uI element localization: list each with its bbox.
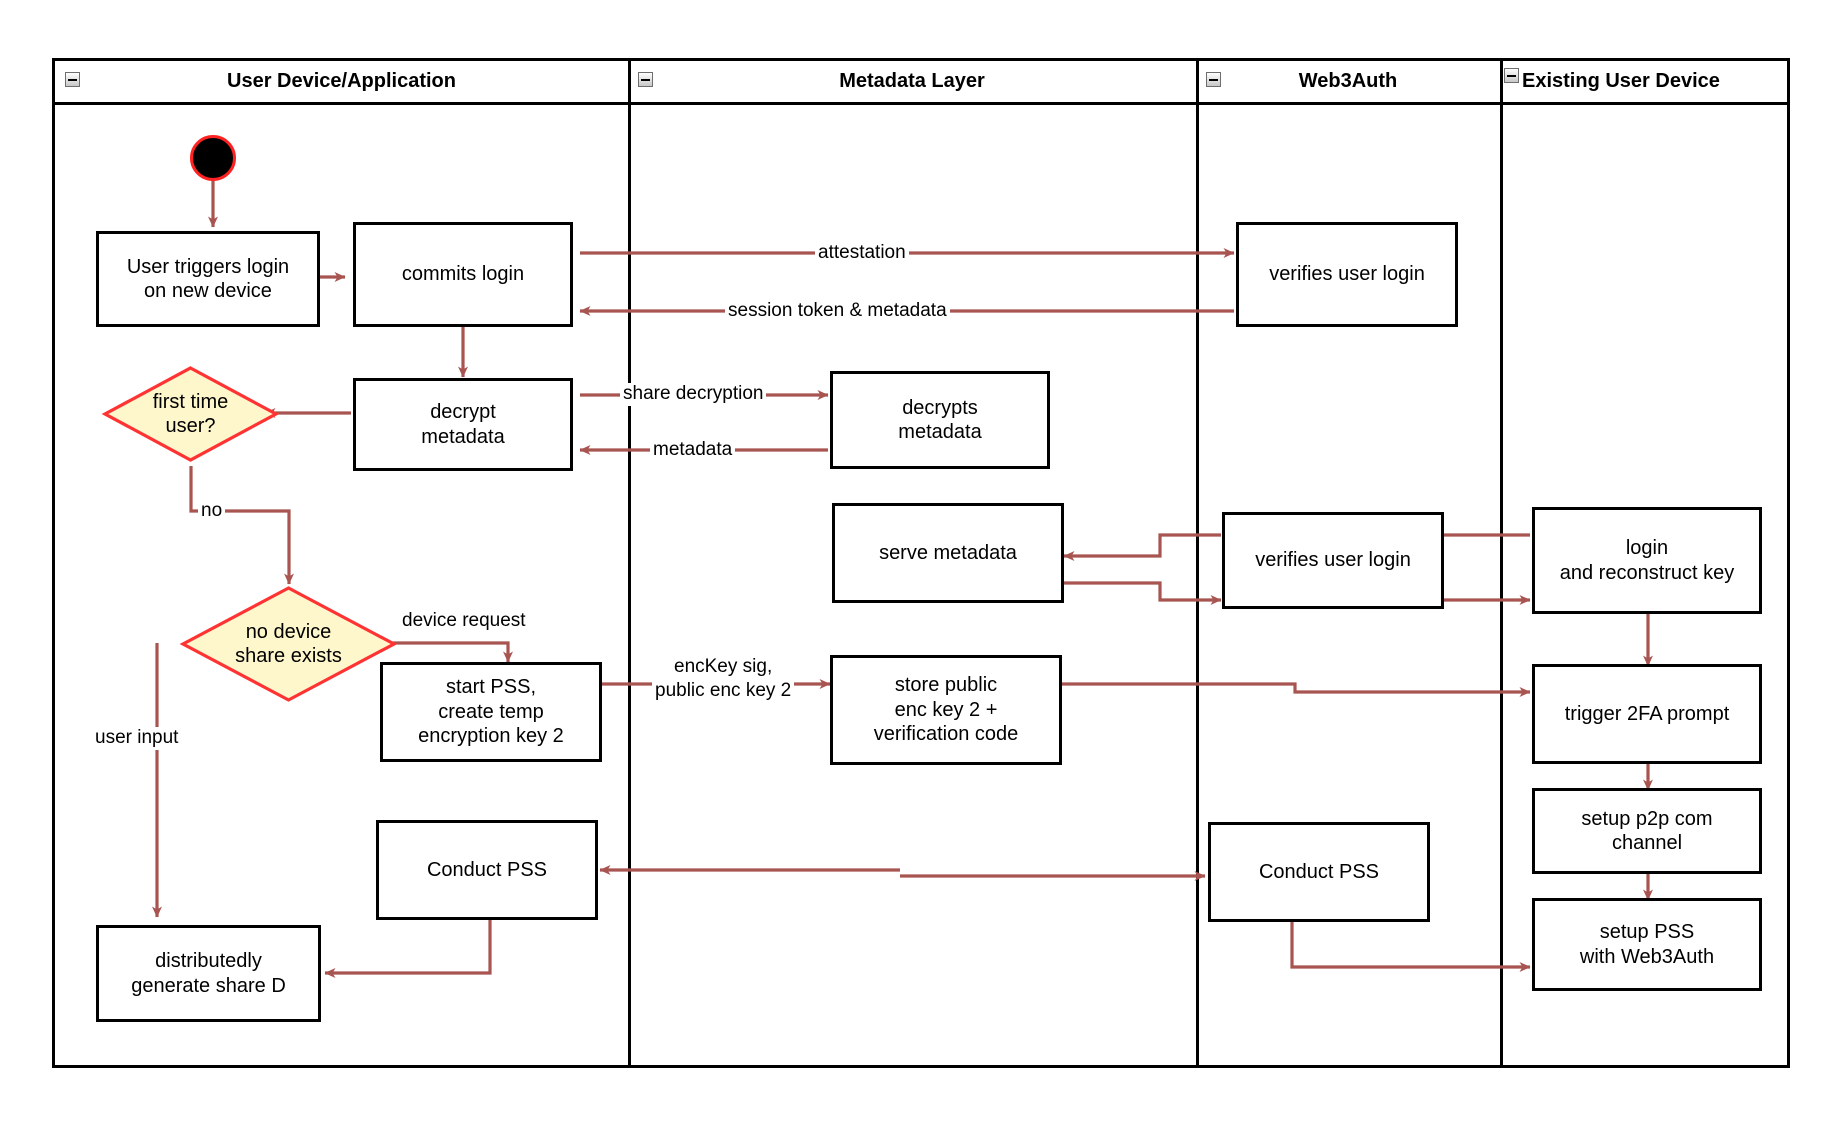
lane-header-row: User Device/Application Metadata Layer W… [55,61,1787,105]
minus-box-icon-user-device[interactable] [65,72,80,87]
node-label: trigger 2FA prompt [1564,702,1730,725]
node-conduct-pss-web3auth[interactable]: Conduct PSS [1208,822,1430,922]
node-label: verifies user login [1255,549,1411,572]
node-verifies-user-login-2[interactable]: verifies user login [1222,512,1444,609]
decision-no-device-share[interactable]: no device share exists [179,586,398,702]
lane-title-user-device: User Device/Application [227,70,456,92]
node-trigger-2fa-prompt[interactable]: trigger 2FA prompt [1532,664,1762,764]
node-decrypt-metadata[interactable]: decrypt metadata [353,378,573,471]
node-label: decrypts metadata [898,396,982,443]
node-label: setup p2p com channel [1581,807,1713,854]
lane-header-existing-device[interactable]: Existing User Device [1500,61,1788,102]
node-setup-pss-with-web3auth[interactable]: setup PSS with Web3Auth [1532,898,1762,991]
lane-divider-2 [1196,61,1199,1065]
node-label: User triggers login on new device [126,255,290,302]
lane-divider-1 [628,61,631,1065]
lane-header-web3auth[interactable]: Web3Auth [1196,61,1500,102]
node-label: distributedly generate share D [131,950,286,997]
start-node [190,135,236,181]
minus-box-icon-metadata[interactable] [638,72,653,87]
node-label: store public enc key 2 + verification co… [873,674,1019,746]
lane-header-user-device[interactable]: User Device/Application [55,61,628,102]
node-label: Conduct PSS [1258,860,1380,883]
node-label: verifies user login [1269,263,1425,286]
node-label: decrypt metadata [421,401,505,448]
node-conduct-pss-user-device[interactable]: Conduct PSS [376,820,598,920]
node-label: setup PSS with Web3Auth [1579,921,1715,968]
node-user-triggers-login[interactable]: User triggers login on new device [96,231,320,327]
node-label: start PSS, create temp encryption key 2 [418,676,564,748]
node-start-pss[interactable]: start PSS, create temp encryption key 2 [380,662,602,762]
node-login-and-reconstruct-key[interactable]: login and reconstruct key [1532,507,1762,614]
node-decrypts-metadata[interactable]: decrypts metadata [830,371,1050,469]
minus-box-icon-existing-device[interactable] [1504,68,1519,83]
edge-label-device-request: device request [399,610,529,633]
node-verifies-user-login-1[interactable]: verifies user login [1236,222,1458,327]
lane-title-metadata: Metadata Layer [839,70,985,92]
node-label: Conduct PSS [426,858,548,881]
node-store-public-enc-key[interactable]: store public enc key 2 + verification co… [830,655,1062,765]
node-commits-login[interactable]: commits login [353,222,573,327]
edge-label-enckey-sig: encKey sig, public enc key 2 [652,655,795,703]
node-distributedly-generate-share-d[interactable]: distributedly generate share D [96,925,321,1022]
edge-label-user-input: user input [92,727,182,750]
edge-label-session-token: session token & metadata [725,300,950,323]
lane-header-metadata[interactable]: Metadata Layer [628,61,1196,102]
edge-label-metadata: metadata [650,439,736,462]
node-label: serve metadata [879,541,1017,564]
edge-label-no: no [198,500,226,523]
lane-divider-3 [1500,61,1503,1065]
lane-title-existing-device: Existing User Device [1522,70,1720,92]
node-label: login and reconstruct key [1559,537,1735,584]
decision-first-time-user[interactable]: first time user? [101,366,280,462]
lane-title-web3auth: Web3Auth [1298,70,1398,92]
node-setup-p2p-com-channel[interactable]: setup p2p com channel [1532,788,1762,874]
minus-box-icon-web3auth[interactable] [1206,72,1221,87]
edge-label-attestation: attestation [815,242,909,265]
edge-label-share-decryption: share decryption [620,383,767,406]
node-label: commits login [401,263,525,286]
node-serve-metadata[interactable]: serve metadata [832,503,1064,603]
